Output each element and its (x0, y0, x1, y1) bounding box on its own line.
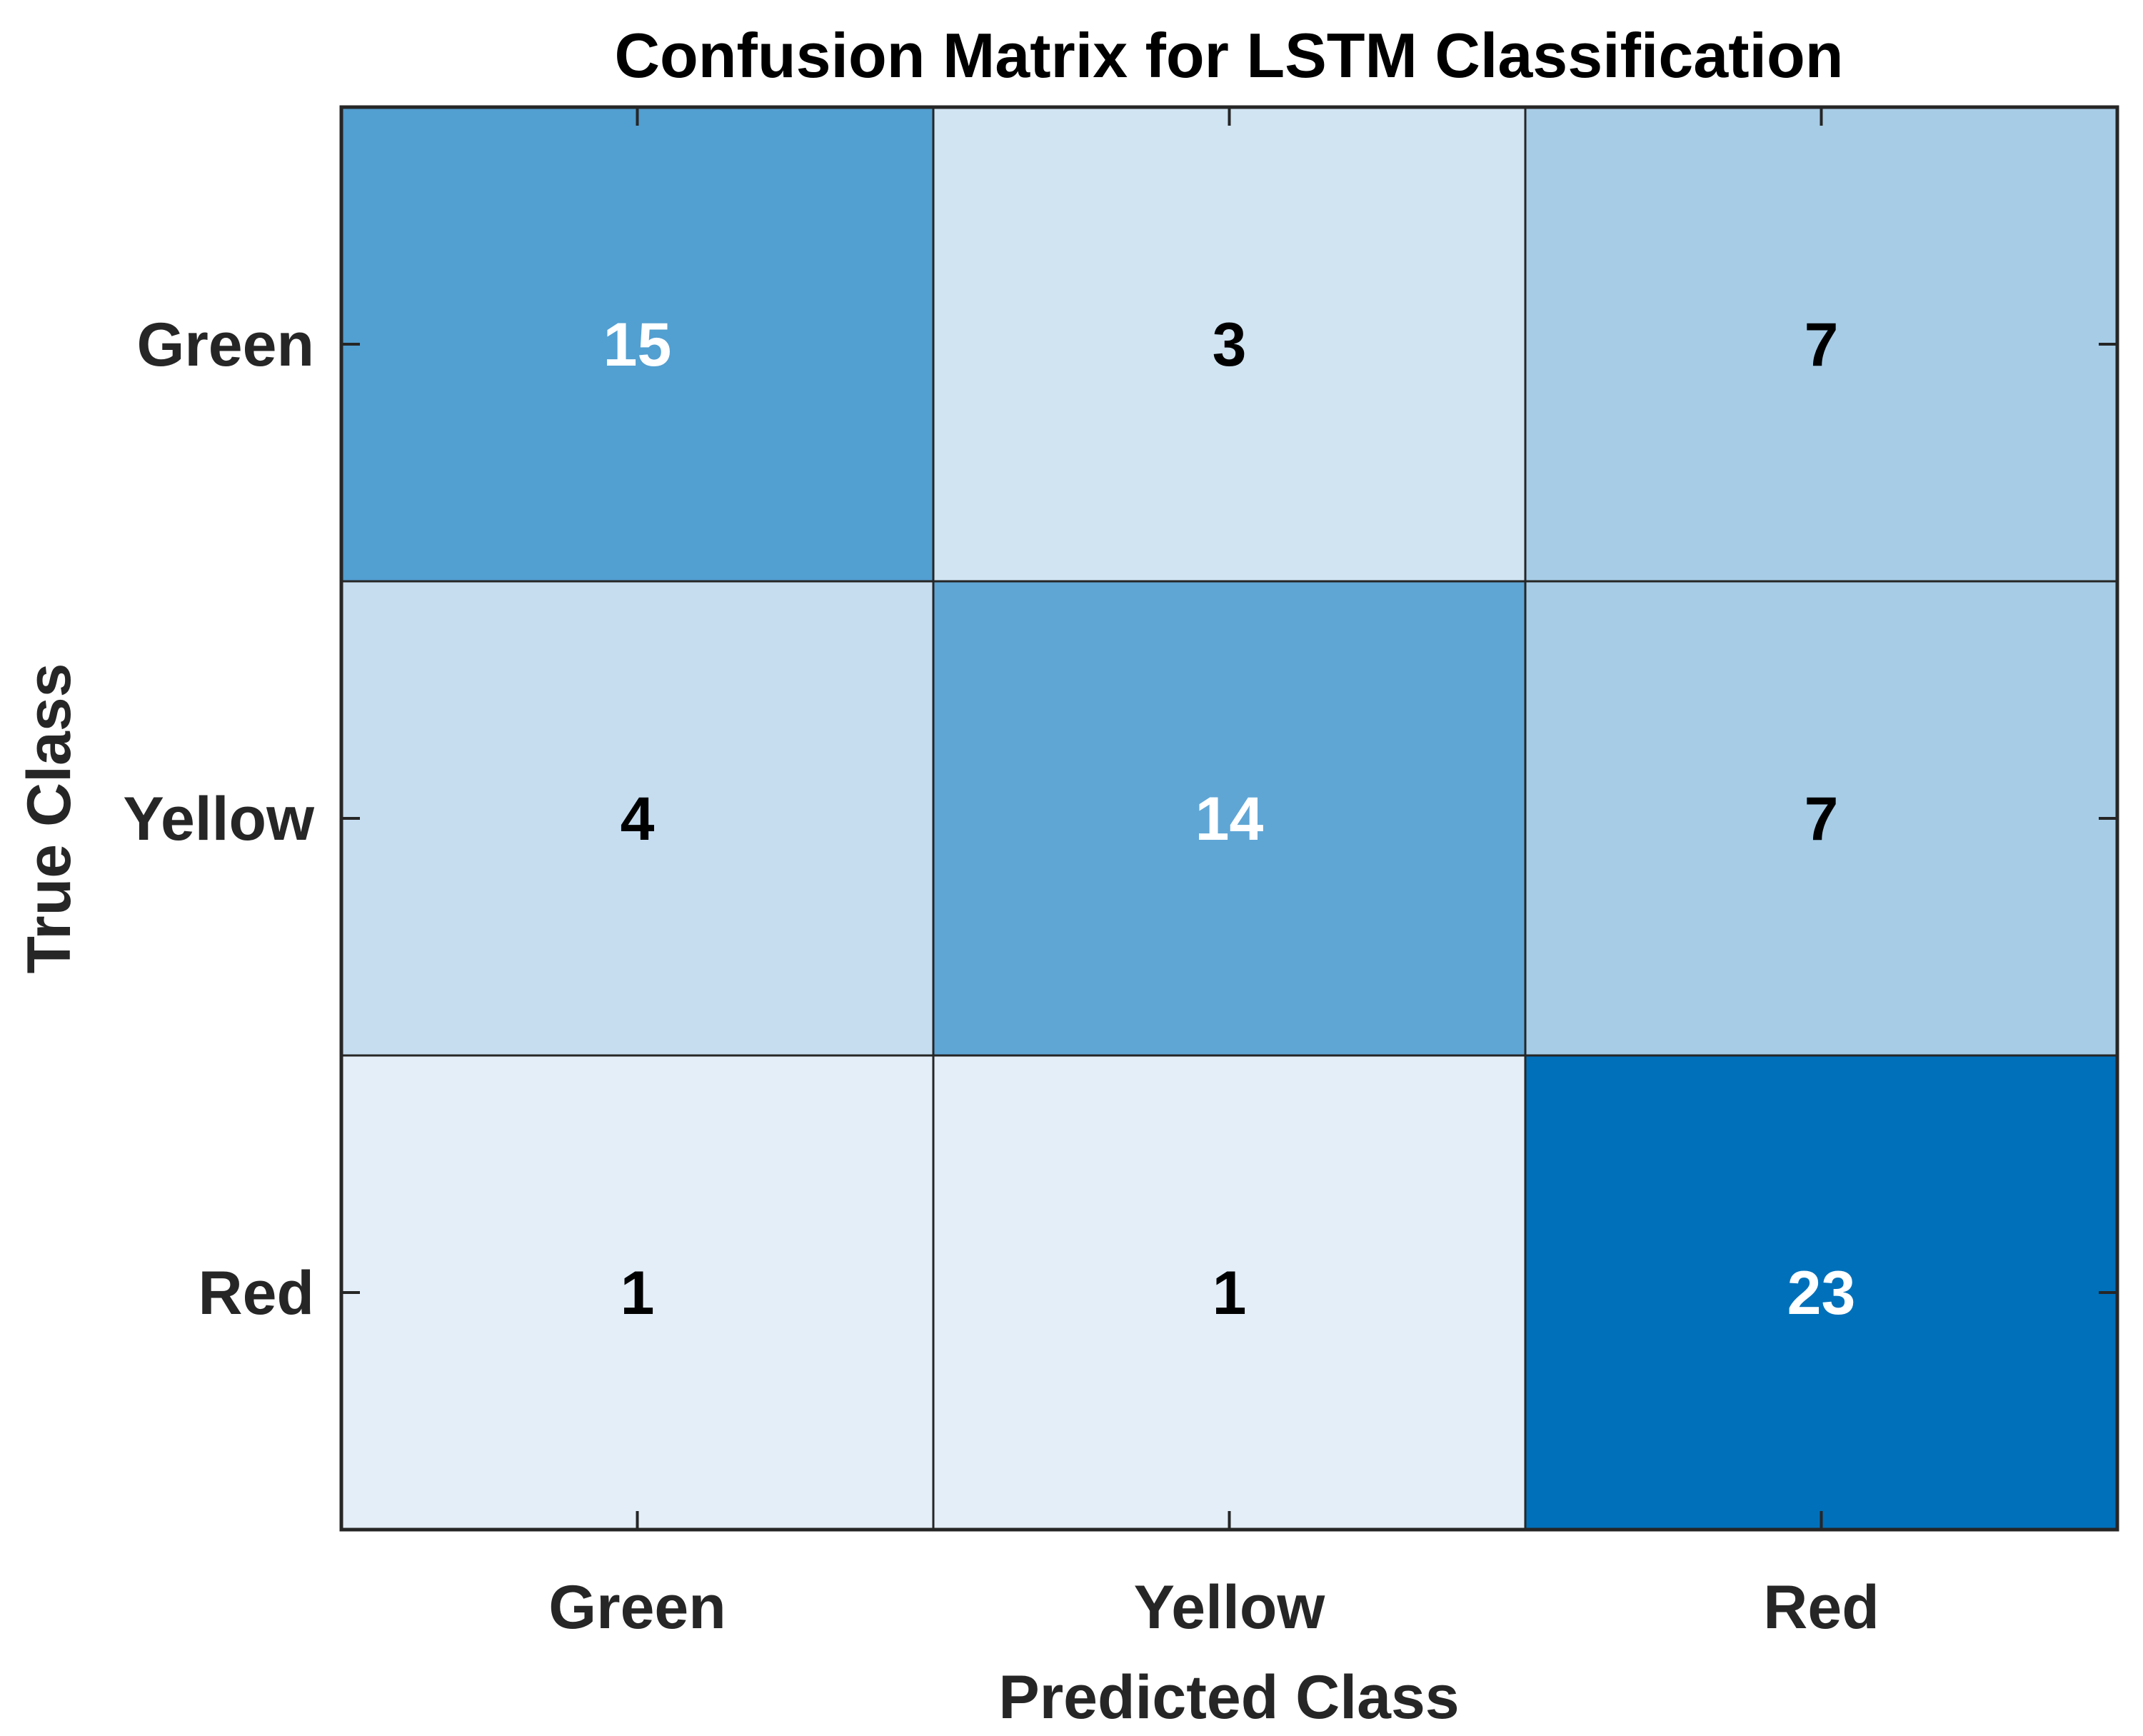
plot-frame (339, 105, 2119, 1532)
x-tick-labels: Green Yellow Red (548, 1573, 1879, 1642)
x-tick-label: Green (548, 1573, 726, 1642)
cell-value-label: 14 (1195, 785, 1264, 853)
matrix-cell (932, 580, 1527, 1057)
matrix-cell (932, 106, 1527, 583)
matrix-cells: 15 3 7 4 14 7 1 1 23 (340, 106, 2119, 1531)
x-tick-label: Red (1763, 1573, 1879, 1642)
y-tick-label: Yellow (123, 785, 315, 853)
matrix-cell (340, 580, 935, 1057)
x-axis-label: Predicted Class (998, 1663, 1459, 1732)
cell-value-label: 3 (1213, 311, 1247, 379)
cell-value-label: 7 (1805, 311, 1839, 379)
matrix-cell (932, 1054, 1527, 1531)
matrix-cell (340, 1054, 935, 1531)
cell-value-label: 1 (621, 1259, 655, 1328)
cell-value-label: 15 (603, 311, 672, 379)
axis-ticks (341, 107, 2117, 1530)
cell-value-label: 1 (1213, 1259, 1247, 1328)
cell-value-label: 4 (621, 785, 655, 853)
y-tick-label: Red (199, 1259, 314, 1328)
y-tick-label: Green (136, 311, 314, 379)
chart-title: Confusion Matrix for LSTM Classification (615, 20, 1844, 91)
matrix-cell (340, 106, 935, 583)
cell-value-label: 7 (1805, 785, 1839, 853)
matrix-cell (1524, 580, 2119, 1057)
x-tick-label: Yellow (1134, 1573, 1326, 1642)
cell-value-label: 23 (1787, 1259, 1856, 1328)
y-axis-label: True Class (15, 663, 84, 974)
